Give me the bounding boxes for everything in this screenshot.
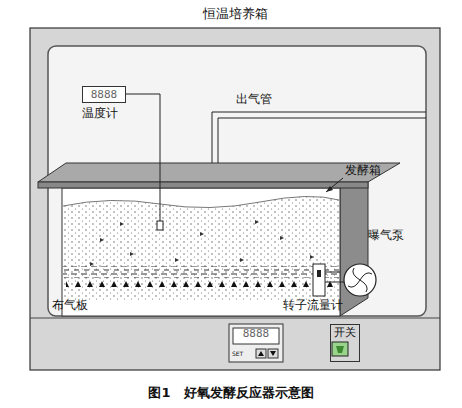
pump-label: 曝气泵 xyxy=(368,228,404,242)
plate-label: 布气板 xyxy=(52,298,88,312)
node-text: 温度计 xyxy=(82,106,118,120)
tank-label: 发酵箱 xyxy=(345,163,381,177)
node-text: 开关 xyxy=(331,326,359,339)
node-text: SET xyxy=(232,350,243,358)
incubator-housing: 恒温培养箱8888温度计8888SET开关 xyxy=(30,28,440,370)
title-text: 恒温培养箱 xyxy=(30,5,440,23)
control-display: 8888SET xyxy=(229,324,283,362)
node-text: 8888 xyxy=(83,88,125,101)
power-switch: 开关 xyxy=(330,324,360,362)
pipe-label: 出气管 xyxy=(236,92,272,106)
figure-caption: 图1 好氧发酵反应器示意图 xyxy=(0,385,462,401)
thermometer-display: 8888温度计 xyxy=(82,86,126,103)
node-text: 8888 xyxy=(233,327,279,341)
flowmeter-label: 转子流量计 xyxy=(283,298,343,312)
